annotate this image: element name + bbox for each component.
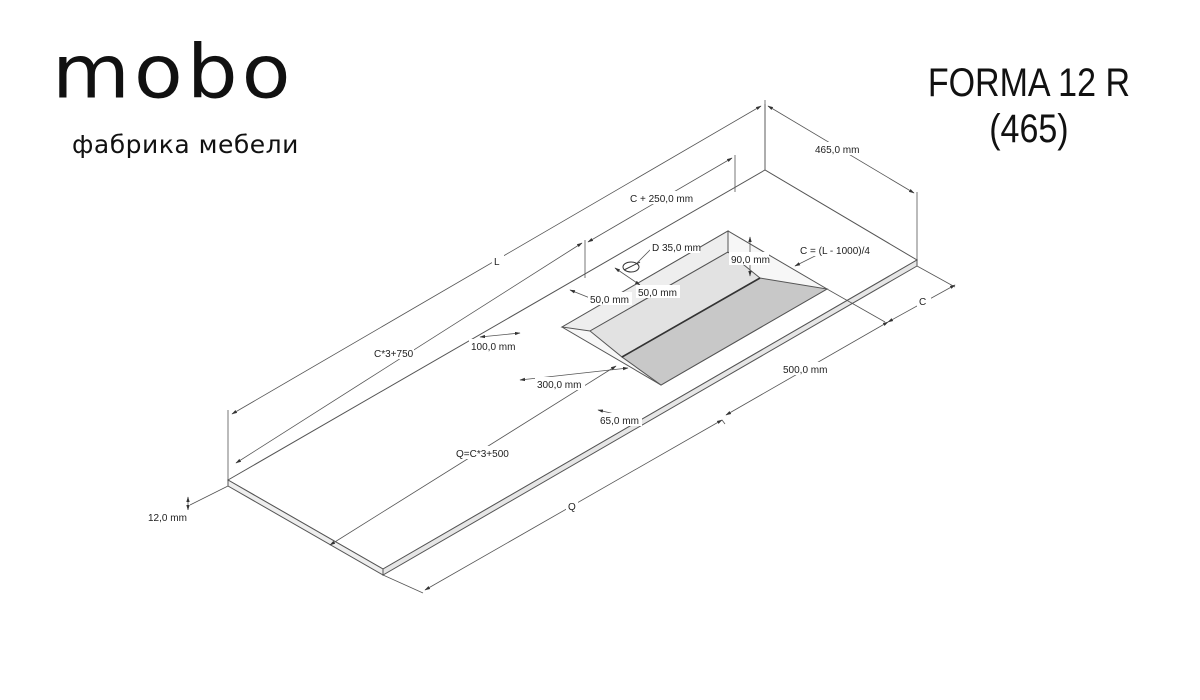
label-90: 90,0 mm [731,255,770,266]
label-100: 100,0 mm [471,342,515,353]
label-300: 300,0 mm [537,380,581,391]
product-title-line2: (465) [989,107,1069,151]
label-q: Q [568,502,576,513]
label-q-formula: Q=C*3+500 [456,449,509,460]
label-c: C [919,297,926,308]
dim-leader-d35 [636,247,653,264]
label-thickness: 12,0 mm [148,513,187,524]
label-d35: D 35,0 mm [652,243,701,254]
label-500: 500,0 mm [783,365,827,376]
label-65: 65,0 mm [600,416,639,427]
label-c-formula: C = (L - 1000)/4 [800,246,870,257]
product-title-line1: FORMA 12 R [927,61,1131,105]
product-title: FORMA 12 R (465) [910,60,1148,152]
dimension-labels: 465,0 mm C + 250,0 mm L D 35,0 mm 90,0 m… [146,142,931,524]
label-50b: 50,0 mm [638,288,677,299]
label-L: L [494,257,500,268]
label-50a: 50,0 mm [590,295,629,306]
label-depth: 465,0 mm [815,145,859,156]
label-c3-750: C*3+750 [374,349,414,360]
dim-line-100 [479,331,521,339]
logo-wordmark: mobo [52,29,295,116]
tap-hole [622,261,641,273]
label-c250: C + 250,0 mm [630,194,693,205]
dim-line-50b [614,267,641,286]
